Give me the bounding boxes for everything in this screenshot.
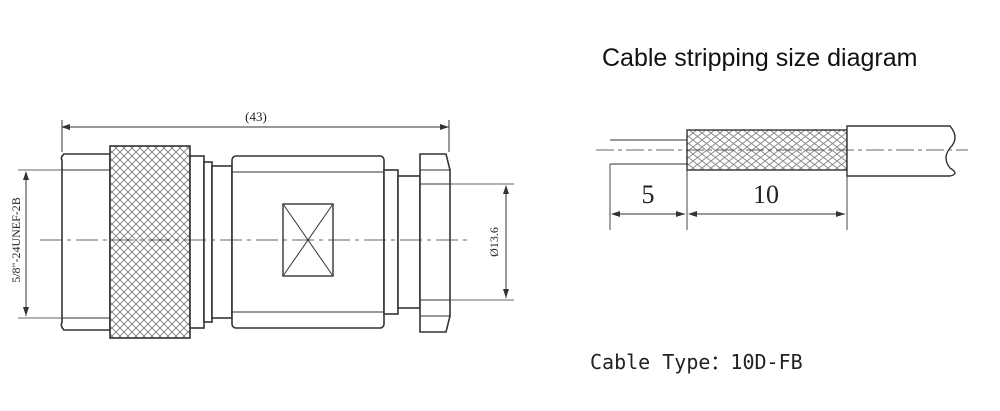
hex-nut — [419, 153, 451, 333]
strip-dim-b-label: 10 — [753, 180, 779, 209]
front-body — [60, 153, 111, 331]
strip-dim-a-label: 5 — [642, 180, 655, 209]
stripping-title: Cable stripping size diagram — [602, 44, 918, 72]
cable-jacket — [846, 125, 956, 177]
knurled-nut — [109, 145, 191, 339]
main-body — [231, 155, 385, 329]
stripping-drawing — [596, 125, 968, 230]
connector-drawing — [18, 120, 514, 339]
diameter-label: Ø13.6 — [487, 227, 501, 257]
overall-length-label: (43) — [245, 109, 267, 124]
thread-label: 5/8"-24UNEF-2B — [9, 197, 23, 283]
cable-type-label: Cable Type：10D-FB — [590, 350, 803, 374]
